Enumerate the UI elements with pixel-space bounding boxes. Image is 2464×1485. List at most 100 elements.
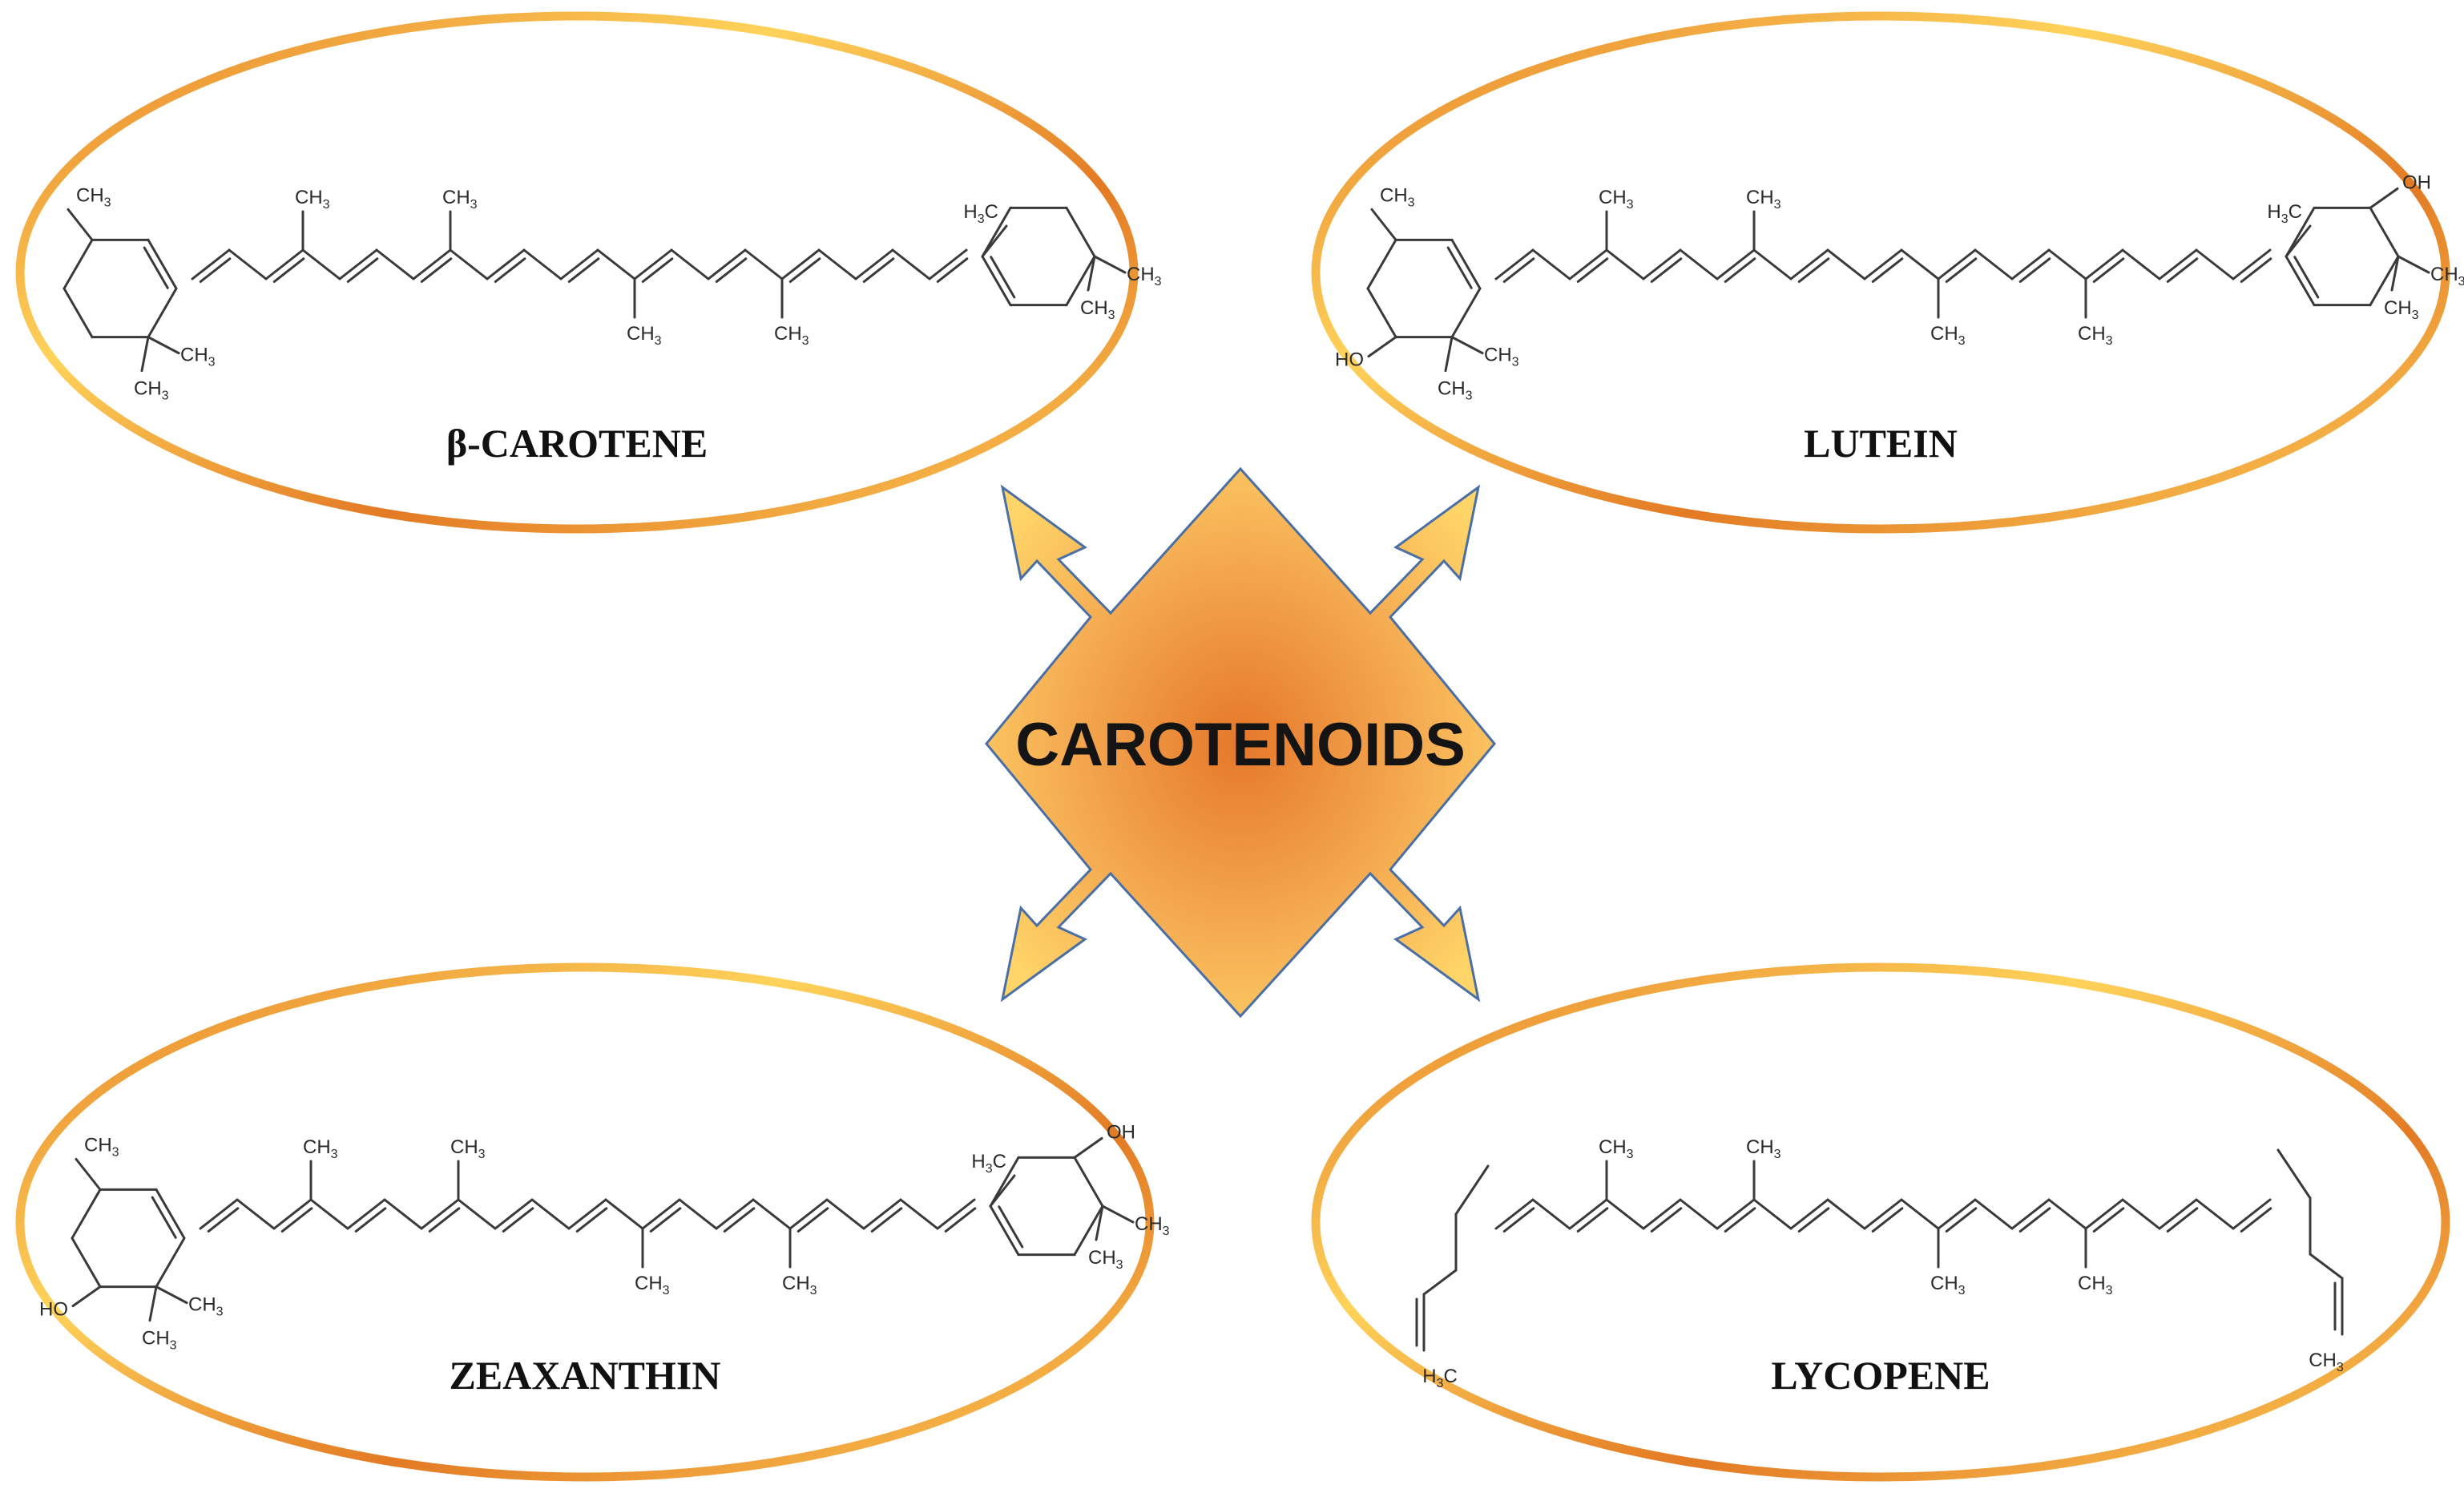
methyl-label: CH3 xyxy=(2384,297,2419,322)
bond xyxy=(788,257,821,283)
bond xyxy=(936,1198,976,1230)
bond xyxy=(990,256,1016,299)
methyl-label: CH3 xyxy=(782,1273,817,1297)
bond xyxy=(1065,255,1096,307)
bond xyxy=(301,248,341,280)
molecule-name: LYCOPENE xyxy=(1771,1353,1990,1398)
bond xyxy=(272,1198,313,1230)
methyl-label: H3C xyxy=(963,201,998,226)
methyl-label: CH3 xyxy=(295,187,330,212)
bond xyxy=(1863,248,1903,280)
bond xyxy=(236,1198,276,1230)
methyl-label: CH3 xyxy=(2309,1350,2344,1374)
bond xyxy=(1716,1198,1756,1230)
bond xyxy=(2121,1198,2161,1230)
bond xyxy=(825,1198,865,1230)
methyl-label: CH3 xyxy=(2078,1273,2113,1297)
molecule-name: ZEAXANTHIN xyxy=(450,1353,721,1398)
bond xyxy=(1797,1207,1830,1233)
bond xyxy=(2092,1207,2125,1233)
bond xyxy=(2232,248,2272,280)
bond xyxy=(1502,257,1535,283)
bond xyxy=(2084,248,2124,280)
methyl-label: CH3 xyxy=(1746,1136,1781,1161)
bond xyxy=(678,1198,718,1230)
oval-frame xyxy=(1311,962,2450,1482)
bond xyxy=(71,1285,102,1308)
bond xyxy=(1679,248,1719,280)
bond xyxy=(1531,1198,1571,1230)
bond xyxy=(354,1207,387,1233)
four-way-arrow-shape xyxy=(985,466,1496,1019)
bond xyxy=(71,1237,102,1289)
bond xyxy=(530,1198,571,1230)
bond xyxy=(155,1237,186,1289)
bond xyxy=(559,248,599,280)
bond xyxy=(143,246,169,289)
bond xyxy=(1073,1136,1103,1159)
bond xyxy=(1531,248,1571,280)
bond xyxy=(1095,1205,1104,1241)
methyl-label: H3C xyxy=(2267,201,2302,226)
bond xyxy=(151,1196,177,1239)
bond xyxy=(264,248,304,280)
bond xyxy=(2276,1148,2312,1200)
bond xyxy=(981,206,1012,258)
bond xyxy=(854,248,894,280)
bond xyxy=(1454,1164,1490,1216)
methyl-label: CH3 xyxy=(2078,323,2113,348)
hydroxyl-label: HO xyxy=(39,1299,68,1321)
bond xyxy=(998,1205,1024,1249)
bond xyxy=(1366,238,1397,290)
methyl-label: CH3 xyxy=(1930,323,1966,348)
bond xyxy=(944,1207,977,1233)
methyl-label: CH3 xyxy=(442,187,478,212)
methyl-label: CH3 xyxy=(450,1136,486,1161)
methyl-label: CH3 xyxy=(303,1136,338,1161)
methyl-label: CH3 xyxy=(2430,264,2464,289)
bond xyxy=(2010,1198,2051,1230)
bond xyxy=(1065,206,1096,258)
bond xyxy=(1605,1198,1645,1230)
bond xyxy=(2158,1198,2198,1230)
oval-frame xyxy=(1311,11,2450,534)
bond xyxy=(1576,1207,1609,1233)
bond xyxy=(567,257,600,283)
bond xyxy=(596,248,636,280)
bond xyxy=(1073,1156,1104,1208)
bond xyxy=(1494,248,1534,280)
bond xyxy=(1752,1198,1793,1230)
bond xyxy=(1900,1198,1940,1230)
bond xyxy=(2369,206,2400,258)
bond xyxy=(2195,1198,2235,1230)
bond xyxy=(346,257,379,283)
bond xyxy=(199,1198,239,1230)
bond xyxy=(715,1198,755,1230)
bond xyxy=(575,1207,608,1233)
bond xyxy=(2285,224,2312,258)
methyl-label: CH3 xyxy=(1127,264,1162,289)
bond xyxy=(2369,187,2399,209)
bond xyxy=(2369,255,2400,307)
methyl-label: CH3 xyxy=(1438,378,1473,403)
methyl-label: CH3 xyxy=(142,1328,177,1353)
bond xyxy=(502,1207,534,1233)
bond xyxy=(486,248,526,280)
bond xyxy=(1605,248,1645,280)
bond xyxy=(780,248,821,280)
bond xyxy=(1752,248,1793,280)
methyl-label: CH3 xyxy=(134,378,169,403)
bond xyxy=(2047,1198,2087,1230)
bond xyxy=(522,248,563,280)
bond xyxy=(989,1174,1016,1208)
bond xyxy=(1087,255,1096,292)
oval-frame xyxy=(15,11,1139,534)
bond xyxy=(862,257,895,283)
bond xyxy=(567,1198,607,1230)
bond xyxy=(428,1207,461,1233)
bond xyxy=(71,1188,102,1240)
